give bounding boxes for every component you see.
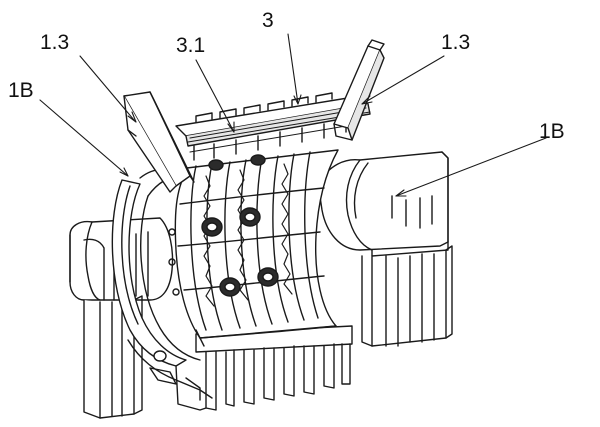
- top-plate: [175, 92, 371, 161]
- leader-1b-left: [39, 99, 129, 177]
- right-inlet-duct: [333, 39, 385, 141]
- label-1b-right: 1B: [539, 120, 565, 143]
- left-inlet-duct: [123, 91, 195, 193]
- leader-13-left: [79, 55, 135, 121]
- leader-lines: [39, 33, 547, 197]
- label-3-1: 3.1: [176, 34, 206, 57]
- bottom-fittings: [149, 350, 201, 401]
- leader-31: [195, 59, 235, 133]
- right-tube: [317, 151, 449, 257]
- leader-3: [287, 33, 299, 105]
- left-legs: [83, 295, 143, 419]
- label-1-3-right: 1.3: [441, 31, 471, 54]
- label-3: 3: [262, 9, 274, 32]
- label-1-3-left: 1.3: [40, 31, 70, 54]
- leader-13-right: [361, 55, 445, 105]
- label-1b-left: 1B: [8, 79, 34, 102]
- leader-1b-right: [395, 137, 547, 197]
- nozzles: [168, 154, 279, 297]
- inner-drum: [169, 149, 339, 347]
- right-legs: [361, 245, 453, 347]
- bottom-fins: [175, 325, 353, 411]
